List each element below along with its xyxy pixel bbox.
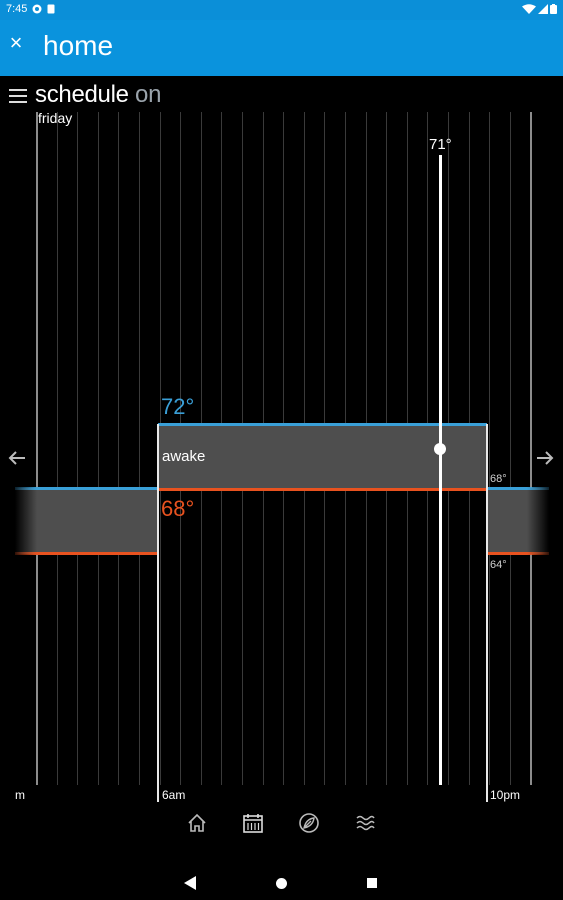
grid-line <box>77 112 78 785</box>
schedule-title[interactable]: schedule on <box>35 81 161 109</box>
grid-line <box>139 112 140 785</box>
status-time: 7:45 <box>6 3 28 15</box>
heat-line-left <box>15 552 158 555</box>
heat-line-right <box>487 552 549 555</box>
signal-icon <box>538 4 548 14</box>
menu-icon[interactable] <box>9 88 27 104</box>
grid-line <box>36 112 38 785</box>
cool-setpoint[interactable]: 72° <box>161 394 195 419</box>
heat-line-awake[interactable] <box>158 488 487 491</box>
cool-line-right <box>487 487 549 490</box>
system-back-icon[interactable] <box>184 876 196 890</box>
schedule-label: schedule <box>35 81 129 108</box>
app-notification-icon <box>32 4 42 14</box>
leaf-icon[interactable] <box>298 812 320 834</box>
grid-line <box>489 112 490 785</box>
period-name: awake <box>162 448 206 465</box>
home-icon[interactable] <box>186 812 208 834</box>
time-label-end: 10pm <box>490 788 521 802</box>
schedule-band-right <box>487 488 549 554</box>
wifi-icon <box>522 4 536 14</box>
grid-line <box>57 112 58 785</box>
app-bar <box>0 20 563 76</box>
grid-line <box>530 112 532 785</box>
page-title: home <box>43 30 114 61</box>
close-button[interactable]: × <box>9 30 23 55</box>
next-cool-setpoint[interactable]: 68° <box>490 473 507 485</box>
cool-line-awake[interactable] <box>158 423 487 426</box>
cool-line-left <box>15 487 158 490</box>
schedule-band-awake[interactable] <box>158 424 487 490</box>
period-edge-end[interactable] <box>486 424 488 802</box>
period-edge-start[interactable] <box>157 424 159 802</box>
current-temp: 71° <box>429 136 452 153</box>
current-time-handle[interactable] <box>434 443 446 455</box>
humidity-icon[interactable] <box>354 812 376 834</box>
next-heat-setpoint[interactable]: 64° <box>490 559 507 571</box>
grid-line <box>510 112 511 785</box>
sd-card-icon <box>47 4 55 14</box>
schedule-band-left <box>15 488 158 554</box>
calendar-icon[interactable] <box>242 812 264 834</box>
schedule-state: on <box>135 81 162 108</box>
system-home-icon[interactable] <box>276 878 287 889</box>
grid-line <box>118 112 119 785</box>
battery-icon <box>550 4 557 14</box>
arrow-right-icon[interactable] <box>534 447 556 469</box>
time-label-prev: m <box>15 788 25 802</box>
arrow-left-icon[interactable] <box>6 447 28 469</box>
time-label-start: 6am <box>162 788 186 802</box>
day-label: friday <box>38 110 73 126</box>
heat-setpoint[interactable]: 68° <box>161 496 195 521</box>
current-time-line <box>439 155 442 785</box>
status-bar <box>0 0 563 20</box>
grid-line <box>98 112 99 785</box>
system-recents-icon[interactable] <box>367 878 377 888</box>
